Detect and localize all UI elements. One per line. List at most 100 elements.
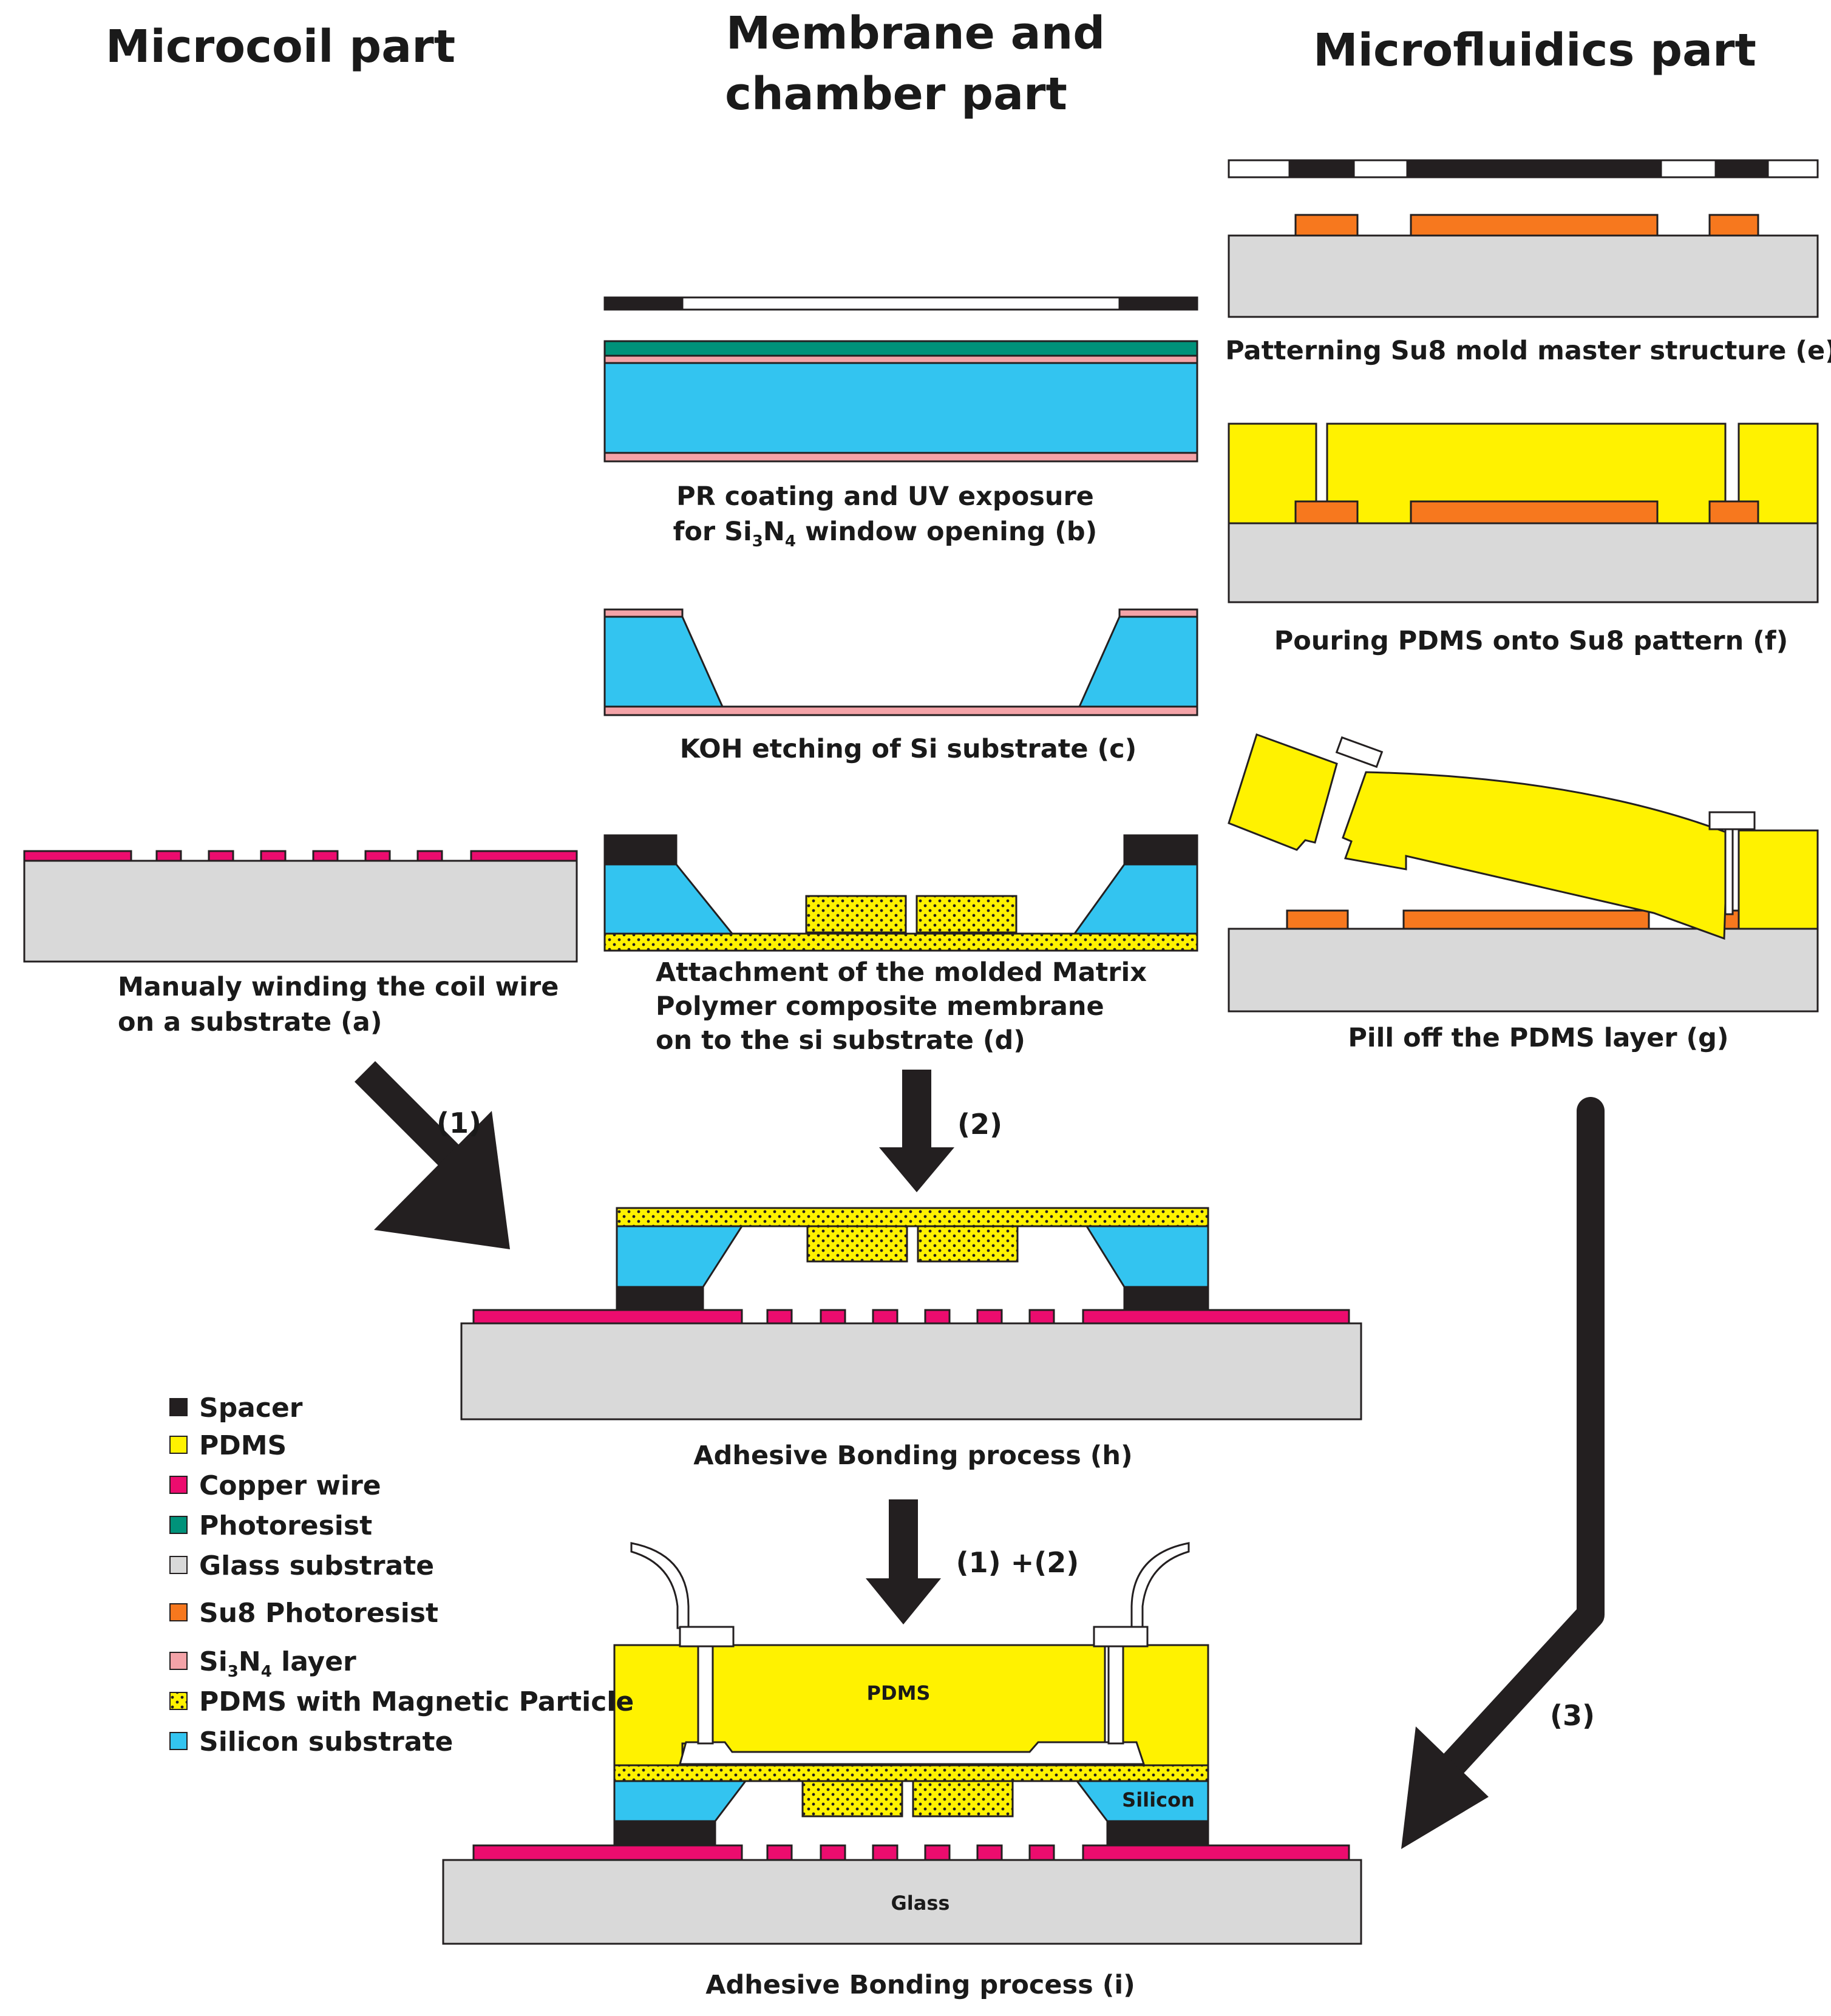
legend: [169, 1398, 188, 1750]
step-i-copper-6: [1028, 1844, 1055, 1861]
step-h-copper-right: [1082, 1309, 1350, 1325]
arrow-3-label: (3): [1550, 1699, 1595, 1732]
step-c-sin-right: [1118, 608, 1198, 618]
legend-label-su8: Su8 Photoresist: [199, 1598, 438, 1629]
step-e-mask-dark-3: [1714, 159, 1769, 178]
step-e-mask-dark-2: [1406, 159, 1662, 178]
step-i-magnetic-membrane: [613, 1764, 1209, 1782]
caption-f: Pouring PDMS onto Su8 pattern (f): [1274, 626, 1788, 656]
step-g-glass: [1228, 928, 1819, 1013]
legend-swatch-sin: [169, 1652, 188, 1670]
step-a-copper-4: [312, 850, 339, 862]
legend-label-magnetic: PDMS with Magnetic Particle: [199, 1686, 634, 1717]
arrow-1-label: (1): [437, 1107, 481, 1139]
step-f-su8-right: [1708, 500, 1759, 524]
step-i-magnetic-block-left: [801, 1780, 903, 1817]
legend-swatch-su8: [169, 1603, 188, 1621]
step-i-copper-3: [872, 1844, 899, 1861]
arrow-1-2: [866, 1499, 941, 1624]
legend-label-sin: Si3N4 layer: [199, 1646, 356, 1681]
step-g-tube-cap-left: [1335, 736, 1384, 769]
arrow-1-head: [374, 1111, 510, 1249]
arrow-1-2-head: [866, 1578, 941, 1624]
step-h-copper-2: [820, 1309, 846, 1325]
caption-i: Adhesive Bonding process (i): [705, 1970, 1135, 2000]
step-a-copper-3: [260, 850, 287, 862]
step-d-spacer-right: [1123, 834, 1198, 866]
step-h-copper-left: [472, 1309, 743, 1325]
step-b-mask-right: [1118, 296, 1198, 311]
step-f-su8-center: [1410, 500, 1659, 524]
header-microcoil: Microcoil part: [106, 21, 455, 73]
step-h-magnetic-block-right: [917, 1225, 1019, 1263]
step-c-diagram: [603, 608, 1198, 716]
step-g-tube-channel-right: [1724, 828, 1734, 915]
step-g-pdms-right-block: [1738, 829, 1819, 930]
step-i-tube-right: [1130, 1542, 1190, 1629]
step-i-copper-2: [820, 1844, 846, 1861]
caption-g: Pill off the PDMS layer (g): [1348, 1023, 1728, 1053]
step-e-mask-dark-1: [1288, 159, 1355, 178]
legend-swatch-spacer: [169, 1398, 188, 1416]
step-h-diagram: [460, 1207, 1362, 1420]
step-g-pdms-tilted-left: [1228, 733, 1338, 851]
legend-swatch-pdms: [169, 1436, 188, 1454]
legend-swatch-magnetic: [169, 1692, 188, 1710]
step-e-su8-right: [1708, 214, 1759, 237]
legend-swatch-copper: [169, 1476, 188, 1494]
label-i-silicon: Silicon: [1122, 1788, 1195, 1811]
step-i-copper-right: [1082, 1844, 1350, 1861]
step-i-copper-1: [766, 1844, 793, 1861]
caption-d-line3: on to the si substrate (d): [656, 1025, 1025, 1056]
step-g-diagram: [1228, 733, 1819, 1013]
step-i-copper-left: [472, 1844, 743, 1861]
step-g-tube-cap-right: [1708, 811, 1756, 830]
step-g-su8-center: [1402, 909, 1650, 930]
step-g-pdms-peeled-body: [1342, 771, 1729, 940]
step-h-copper-4: [924, 1309, 951, 1325]
step-h-spacer-right: [1123, 1286, 1209, 1311]
step-i-tube-cap-left: [679, 1626, 735, 1648]
header-microfluidics: Microfluidics part: [1313, 24, 1756, 76]
step-f-glass: [1228, 522, 1819, 603]
step-d-magnetic-block-right: [916, 895, 1017, 934]
step-e-glass: [1228, 234, 1819, 318]
step-a-glass: [23, 860, 578, 963]
step-h-silicon-right: [1085, 1225, 1209, 1288]
step-c-silicon-left: [603, 616, 724, 708]
step-i-tube-left: [630, 1542, 690, 1629]
step-g-su8-left: [1286, 909, 1349, 930]
step-a-copper-5: [364, 850, 391, 862]
arrow-1-2-label: (1) +(2): [956, 1546, 1079, 1579]
step-a-copper-6: [416, 850, 443, 862]
step-a-diagram: [23, 850, 578, 963]
step-h-spacer-left: [616, 1286, 704, 1311]
step-i-glass: [442, 1859, 1362, 1945]
caption-c: KOH etching of Si substrate (c): [680, 734, 1137, 764]
step-b-diagram: [603, 296, 1198, 463]
step-c-silicon-right: [1078, 616, 1198, 708]
caption-d-line1: Attachment of the molded Matrix: [656, 957, 1147, 988]
step-b-mask-left: [603, 296, 684, 311]
arrow-2-shaft: [902, 1070, 931, 1147]
step-b-sin-bottom: [603, 452, 1198, 463]
step-d-diagram: [603, 834, 1198, 952]
header-membrane-line1: Membrane and: [726, 7, 1106, 59]
step-i-channel: [679, 1741, 1146, 1765]
step-i-tube-cap-right: [1093, 1626, 1149, 1648]
caption-a-line1: Manualy winding the coil wire: [118, 972, 559, 1002]
step-e-diagram: [1228, 159, 1819, 318]
step-b-photoresist: [603, 340, 1198, 357]
step-i-copper-4: [924, 1844, 951, 1861]
step-d-silicon-left: [603, 863, 735, 935]
arrow-3-head: [1401, 1726, 1489, 1849]
legend-label-silicon: Silicon substrate: [199, 1726, 453, 1757]
step-e-su8-center: [1410, 214, 1659, 237]
legend-swatch-photoresist: [169, 1516, 188, 1534]
step-c-sin-membrane: [603, 705, 1198, 716]
caption-a-line2: on a substrate (a): [118, 1007, 382, 1037]
arrow-1-shaft: [355, 1061, 472, 1179]
step-a-copper-right: [470, 850, 578, 862]
caption-b-line2: for Si3N4 window opening (b): [673, 517, 1098, 551]
